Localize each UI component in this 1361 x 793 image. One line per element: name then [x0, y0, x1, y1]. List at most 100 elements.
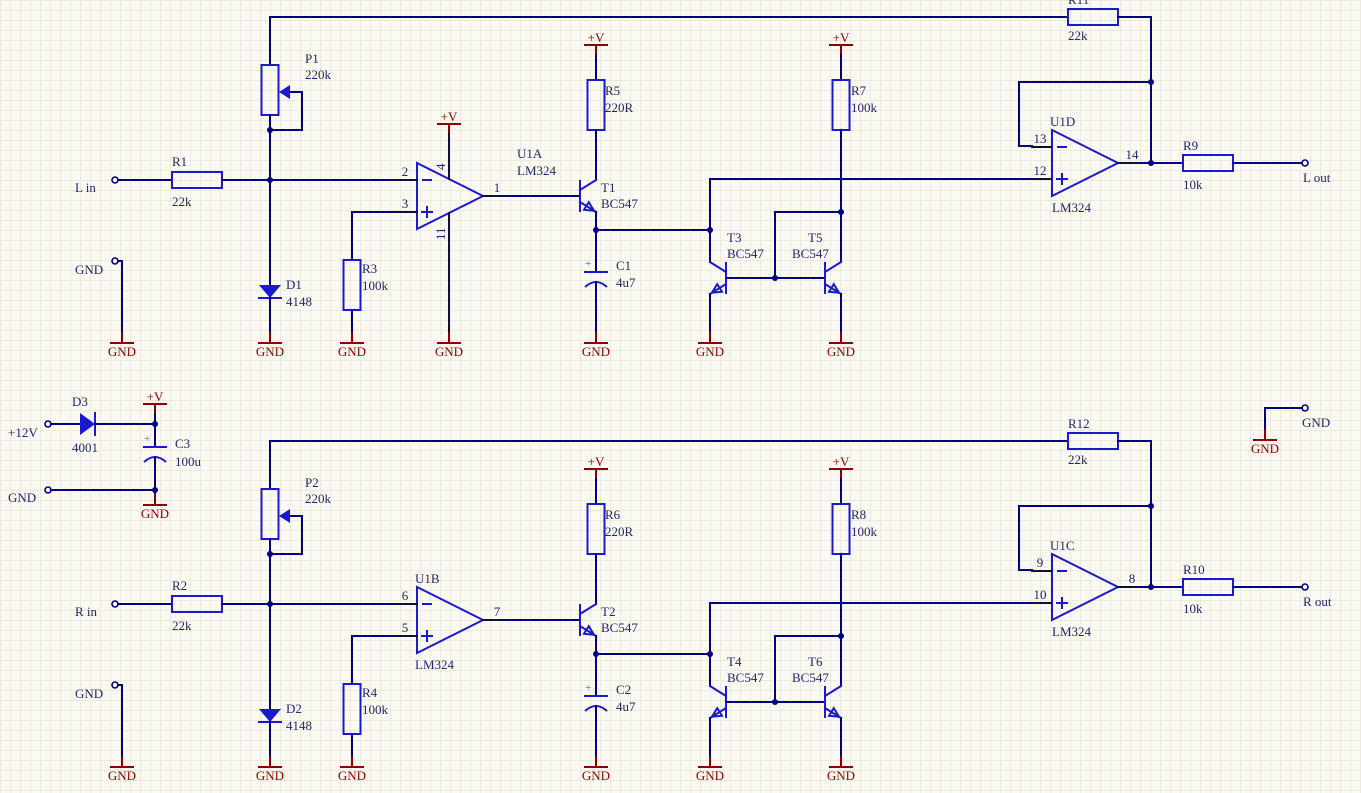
ground-net-label: GND	[827, 344, 855, 359]
opamp-ref: U1A	[517, 146, 543, 161]
supply-symbol: +V	[829, 454, 853, 480]
output-label: L out	[1303, 170, 1331, 185]
collector-lead	[578, 178, 598, 192]
pin-number-out: 1	[494, 180, 501, 195]
ground-symbol: GND	[696, 332, 724, 359]
supply-net-label: +V	[833, 30, 850, 45]
supply-net-label: +V	[588, 30, 605, 45]
resistor-value: 100k	[851, 524, 878, 539]
resistor-ref: R10	[1183, 562, 1205, 577]
transistor-ref: T1	[601, 180, 615, 195]
transistor-ref: T2	[601, 604, 615, 619]
collector-lead	[708, 684, 728, 698]
resistor-value: 220R	[605, 524, 634, 539]
capacitor-ref: C1	[616, 258, 631, 273]
pin-number-inv: 2	[402, 164, 409, 179]
ground-symbol: GND	[435, 332, 463, 359]
resistor-body	[586, 503, 606, 555]
pin-number-out: 14	[1126, 147, 1140, 162]
capacitor-polarity: +	[585, 258, 591, 270]
capacitor-ref: C3	[175, 436, 190, 451]
resistor-body	[171, 595, 223, 613]
feedback-resistor: R1122k	[269, 0, 1154, 164]
supply-net-label: +V	[833, 454, 850, 469]
ground-symbol: GND	[338, 756, 366, 783]
emitter-arrow-icon	[710, 282, 724, 294]
ground-net-label: GND	[256, 768, 284, 783]
ground-net-label: GND	[338, 768, 366, 783]
pin-number-out: 7	[494, 604, 501, 619]
opamp-part: LM324	[517, 163, 557, 178]
ground-net-label: GND	[141, 506, 169, 521]
capacitor-value: 100u	[175, 454, 202, 469]
diode-icon	[259, 709, 281, 722]
collector-lead	[823, 684, 843, 698]
collector-lead	[578, 602, 598, 616]
resistor-value: 22k	[1068, 452, 1088, 467]
output-terminal[interactable]	[1301, 159, 1309, 167]
spare-ground-label: GND	[1302, 415, 1330, 430]
resistor-value: 220R	[605, 100, 634, 115]
supply-net-label: +V	[441, 109, 458, 124]
wiper-arrow-icon	[279, 509, 290, 523]
pin-number-inv: 9	[1037, 555, 1044, 570]
ground-net-label: GND	[582, 344, 610, 359]
ground-symbol: GND	[108, 332, 136, 359]
ground-net-label: GND	[827, 768, 855, 783]
transistor-ref: T5	[808, 230, 822, 245]
supply-net-label: +V	[147, 389, 164, 404]
ground-port-label: GND	[75, 686, 103, 701]
pot-body	[260, 64, 280, 116]
emitter-arrow-icon	[710, 706, 724, 718]
resistor-value: 22k	[172, 194, 192, 209]
resistor-body	[831, 79, 851, 131]
transistor-part: BC547	[792, 246, 829, 261]
ground-symbol: GND	[256, 332, 284, 359]
transistor-part: BC547	[601, 196, 638, 211]
opamp-part: LM324	[1052, 200, 1092, 215]
resistor-ref: R1	[172, 154, 187, 169]
transistor-part: BC547	[727, 246, 764, 261]
emitter-arrow-icon	[827, 282, 841, 294]
ground-symbol: GND	[827, 332, 855, 359]
junction-dot	[1148, 584, 1154, 590]
pot-value: 220k	[305, 491, 332, 506]
ground-symbol: GND	[108, 756, 136, 783]
resistor-value: 22k	[172, 618, 192, 633]
ground-symbol: GND	[1251, 429, 1279, 456]
transistor-part: BC547	[792, 670, 829, 685]
diode-value: 4148	[286, 718, 312, 733]
supply-symbol: +V	[143, 389, 167, 415]
ground-port-label: GND	[75, 262, 103, 277]
resistor-ref: R4	[362, 685, 378, 700]
ground-port: GND GND	[75, 681, 136, 783]
ground-symbol: GND	[338, 332, 366, 359]
ground-net-label: GND	[108, 344, 136, 359]
pot-ref: P2	[305, 475, 319, 490]
pin-number-vcc: 4	[433, 163, 448, 170]
ground-net-label: GND	[582, 768, 610, 783]
supply-symbol: +V	[584, 30, 608, 56]
pin-number-noninv: 5	[402, 620, 409, 635]
diode: GND D2 4148	[256, 701, 312, 783]
emitter-arrow-icon	[582, 624, 596, 636]
resistor-ref: R3	[362, 261, 377, 276]
diode-ref: D2	[286, 701, 302, 716]
resistor-body	[342, 259, 362, 311]
output-terminal[interactable]	[1301, 583, 1309, 591]
bias-resistor: GND R4 100k	[338, 635, 398, 783]
junction-dot	[1148, 160, 1154, 166]
resistor-value: 100k	[362, 702, 389, 717]
opamp-triangle	[416, 585, 486, 655]
opamp-triangle	[1051, 128, 1121, 198]
emitter-arrow-icon	[827, 706, 841, 718]
output-label: R out	[1303, 594, 1332, 609]
diode-ref: D3	[72, 394, 88, 409]
